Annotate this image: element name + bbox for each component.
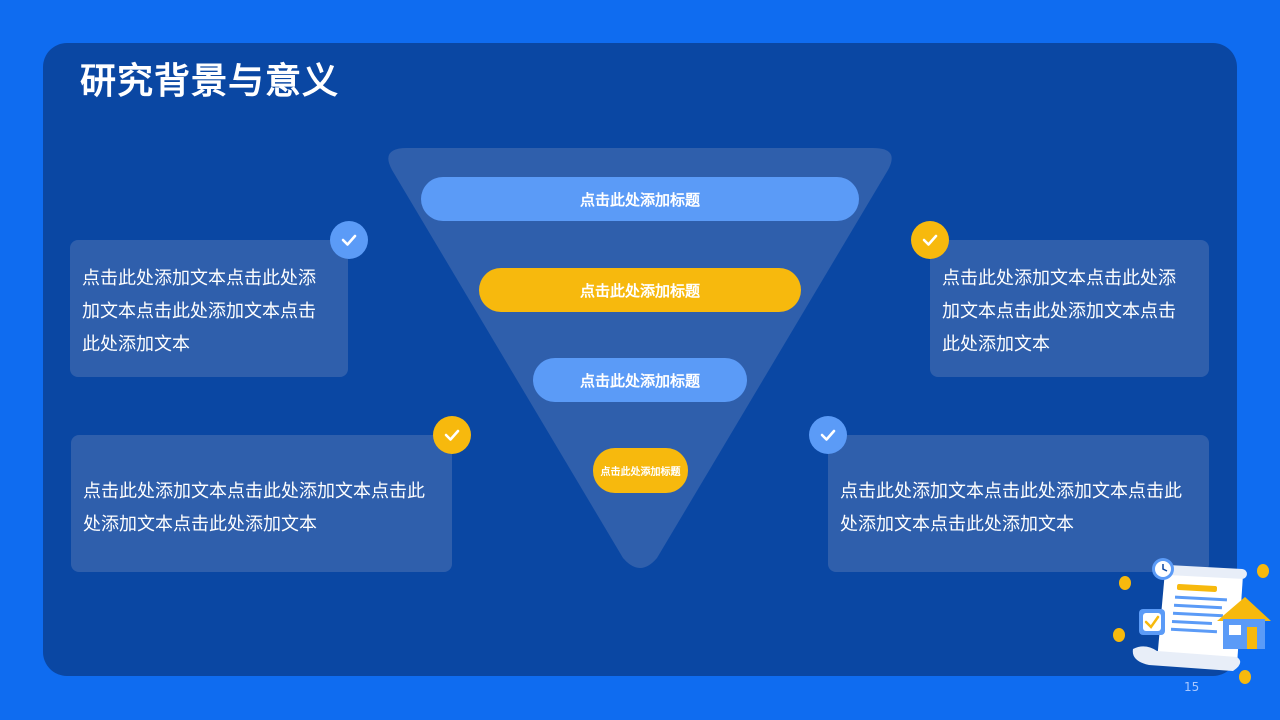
card-text-line: 此处添加文本 — [942, 334, 1050, 355]
card-text-line: 点击此处添加文本点击此处添加文本点击此 — [83, 481, 425, 502]
card-text-line: 加文本点击此处添加文本点击 — [942, 301, 1176, 322]
text-card-top-right[interactable]: 点击此处添加文本点击此处添 加文本点击此处添加文本点击 此处添加文本 — [930, 240, 1209, 377]
funnel-level-3-label: 点击此处添加标题 — [579, 371, 700, 390]
card-text-line: 点击此处添加文本点击此处添 — [942, 268, 1176, 289]
funnel-level-3[interactable]: 点击此处添加标题 — [533, 358, 747, 402]
card-text-line: 加文本点击此处添加文本点击 — [82, 301, 316, 322]
check-icon — [911, 221, 949, 259]
card-text-line: 此处添加文本 — [82, 334, 190, 355]
check-icon — [433, 416, 471, 454]
funnel-level-4[interactable]: 点击此处添加标题 — [593, 448, 688, 493]
check-icon — [809, 416, 847, 454]
slide-title: 研究背景与意义 — [80, 61, 340, 102]
text-card-bottom-right[interactable]: 点击此处添加文本点击此处添加文本点击此 处添加文本点击此处添加文本 — [828, 435, 1209, 572]
card-text-line: 处添加文本点击此处添加文本 — [83, 514, 317, 535]
document-house-illustration — [1113, 558, 1271, 684]
text-card-bottom-left[interactable]: 点击此处添加文本点击此处添加文本点击此 处添加文本点击此处添加文本 — [71, 435, 452, 572]
funnel-level-2-label: 点击此处添加标题 — [579, 281, 700, 300]
funnel-level-1-label: 点击此处添加标题 — [579, 190, 700, 209]
check-icon — [330, 221, 368, 259]
card-text-line: 点击此处添加文本点击此处添加文本点击此 — [840, 481, 1182, 502]
card-text-line: 点击此处添加文本点击此处添 — [82, 268, 316, 289]
funnel-level-4-label: 点击此处添加标题 — [600, 467, 681, 478]
text-card-top-left[interactable]: 点击此处添加文本点击此处添 加文本点击此处添加文本点击 此处添加文本 — [70, 240, 348, 377]
card-text-line: 处添加文本点击此处添加文本 — [840, 514, 1074, 535]
funnel-level-1[interactable]: 点击此处添加标题 — [421, 177, 859, 221]
page-number: 15 — [1184, 680, 1200, 694]
funnel-level-2[interactable]: 点击此处添加标题 — [479, 268, 801, 312]
